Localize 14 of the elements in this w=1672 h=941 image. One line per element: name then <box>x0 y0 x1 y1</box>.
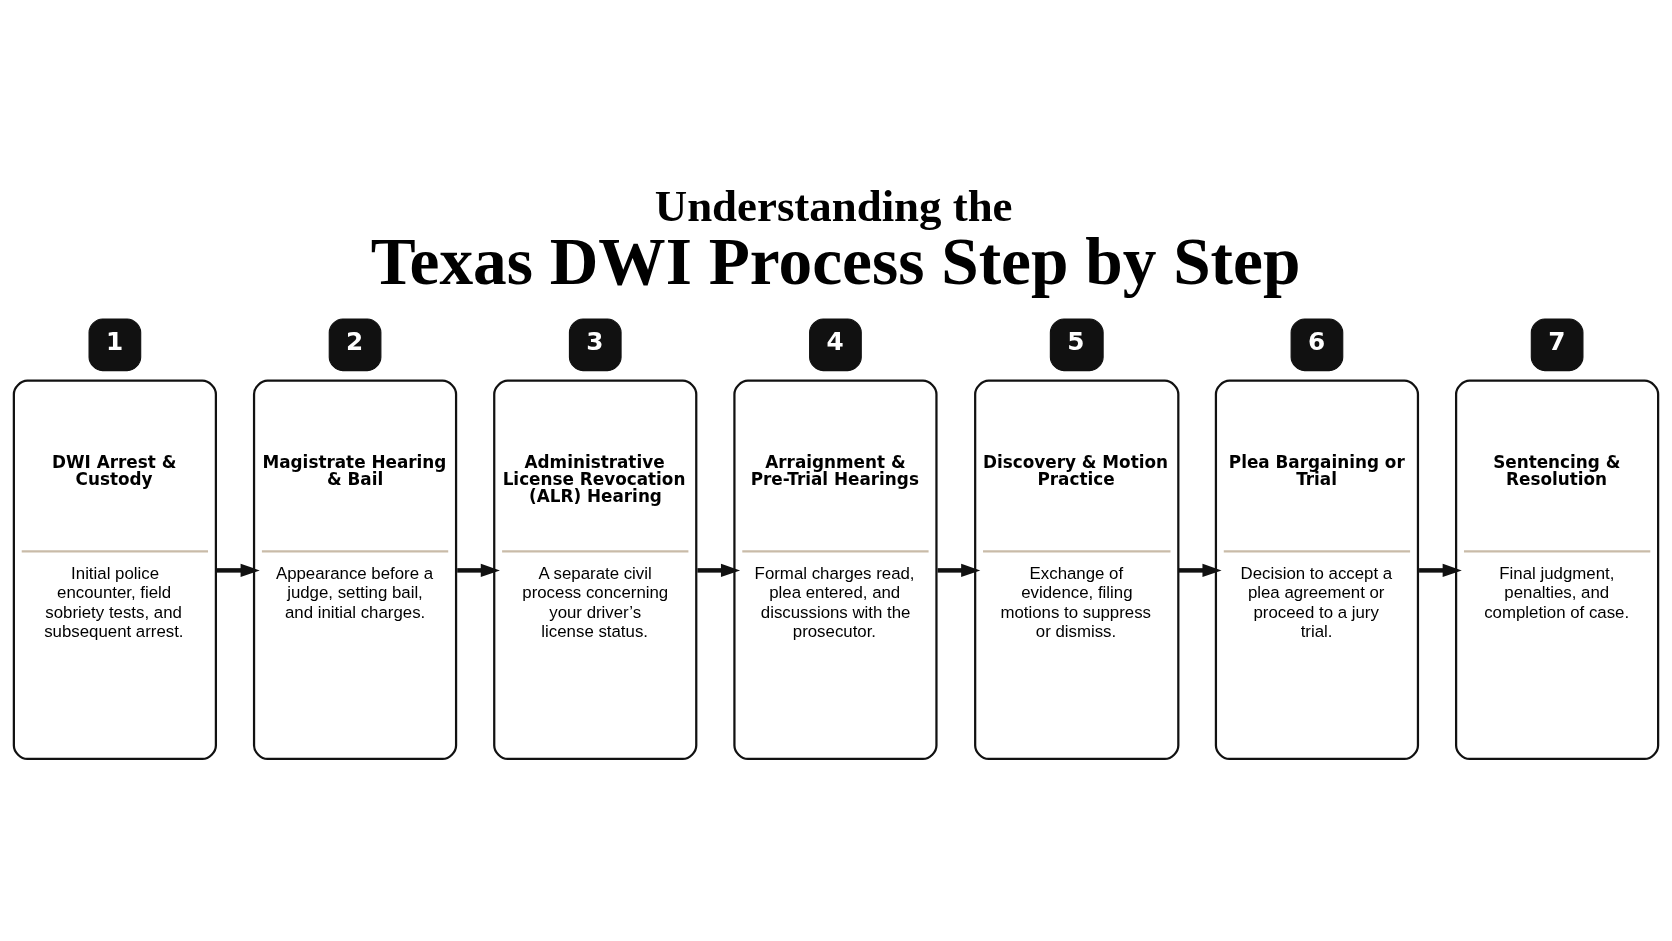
arrow <box>217 563 260 578</box>
node-label: 4 <box>826 326 844 356</box>
node-label: 2 <box>346 326 364 356</box>
arrow <box>697 563 741 578</box>
node-label: 6 <box>1307 326 1326 356</box>
node-label: 3 <box>586 326 604 356</box>
arrow <box>1178 563 1222 578</box>
node-label: 5 <box>1067 326 1085 356</box>
arrow <box>937 563 981 578</box>
node-label: 1 <box>105 326 124 356</box>
diagram-title: Understanding the Texas DWI Process Step by Step <box>370 180 1301 299</box>
arrow <box>1419 563 1462 578</box>
node-label: 7 <box>1548 326 1566 356</box>
arrow <box>457 563 500 578</box>
